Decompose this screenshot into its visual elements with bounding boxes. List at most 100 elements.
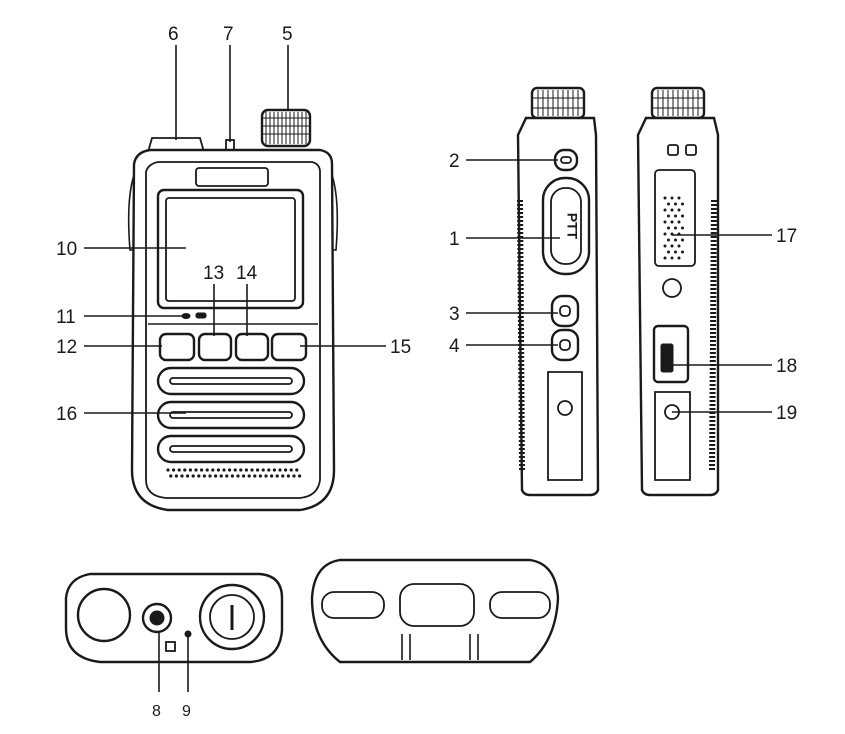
callout-3: 3 — [449, 304, 460, 325]
speaker-hole — [677, 220, 681, 224]
leader-lines — [84, 45, 772, 692]
grille-dot — [295, 468, 299, 472]
right-grip — [331, 174, 339, 251]
speaker-hole — [674, 214, 677, 218]
speaker-hole — [670, 208, 674, 212]
speaker-hole — [663, 256, 667, 260]
grille-dot — [292, 474, 296, 478]
speaker-hole — [677, 244, 681, 248]
speaker-hole — [667, 202, 670, 206]
callout-11: 11 — [56, 307, 76, 328]
speaker-hole — [677, 196, 681, 200]
speaker-hole — [681, 226, 684, 230]
callout-12: 12 — [56, 337, 77, 358]
grille-dot — [275, 474, 279, 478]
grille-dot — [191, 474, 195, 478]
grille-dot — [261, 468, 265, 472]
side-knob-left-knurl — [532, 90, 584, 116]
callout-16: 16 — [56, 404, 77, 425]
bottom-foot — [401, 634, 479, 660]
grille-dot — [219, 474, 223, 478]
speaker-hole — [674, 250, 677, 254]
grille-dot — [230, 474, 234, 478]
speaker-slot-1-inner — [169, 377, 293, 385]
side-speaker-panel — [654, 169, 696, 267]
side-jack — [662, 278, 682, 298]
speaker-hole — [670, 256, 674, 260]
callout-labels: 6 7 5 10 11 12 13 14 15 16 2 1 3 4 17 18… — [56, 24, 797, 720]
side-left-grip — [517, 199, 525, 471]
side-button-2-inner — [560, 156, 572, 164]
grille-dot — [239, 468, 243, 472]
grille-dot — [250, 468, 254, 472]
grille-dot — [289, 468, 293, 472]
speaker-hole — [663, 208, 667, 212]
top-view — [64, 572, 284, 664]
callout-1: 1 — [449, 229, 460, 250]
top-square — [165, 641, 176, 652]
indicator-led — [181, 313, 191, 319]
button-13[interactable] — [197, 332, 233, 362]
grille-dot — [256, 468, 260, 472]
side-lanyard-left — [547, 371, 583, 481]
grille-dot — [247, 474, 251, 478]
callout-17: 17 — [776, 226, 797, 247]
grille-dot — [228, 468, 232, 472]
speaker-hole — [674, 226, 677, 230]
ptt-label: PTT — [564, 213, 580, 240]
grille-dot — [281, 474, 285, 478]
speaker-hole — [667, 226, 670, 230]
grille-dot — [222, 468, 226, 472]
side-lanyard-hole-left — [557, 400, 573, 416]
grille-dot — [298, 474, 302, 478]
bottom-slot-right — [489, 591, 551, 619]
grille-dot — [242, 474, 246, 478]
side-button-4-inner — [559, 339, 571, 351]
callout-6: 6 — [168, 24, 179, 45]
top-antenna — [76, 587, 132, 643]
speaker-slot-2-inner — [169, 411, 293, 419]
grille-dot — [284, 468, 288, 472]
side-view-right — [636, 86, 720, 497]
grille-dot — [211, 468, 215, 472]
speaker-hole — [677, 256, 681, 260]
callout-7: 7 — [223, 24, 234, 45]
battery-latch-grip — [660, 343, 674, 373]
speaker-hole — [681, 238, 684, 242]
speaker-hole — [667, 238, 670, 242]
callout-2: 2 — [449, 151, 460, 172]
top-led-9 — [184, 630, 192, 638]
grille-dot — [188, 468, 192, 472]
knob-knurl — [262, 112, 310, 144]
button-14[interactable] — [234, 332, 270, 362]
button-15[interactable] — [270, 332, 308, 362]
left-grip — [127, 174, 135, 251]
speaker-hole — [663, 220, 667, 224]
speaker-hole — [674, 238, 677, 242]
speaker-hole — [670, 220, 674, 224]
grille-dot — [272, 468, 276, 472]
side-view-left: PTT — [516, 86, 600, 497]
top-port-8-inner — [149, 610, 165, 626]
speaker-hole — [663, 232, 667, 236]
grille-dot — [253, 474, 257, 478]
grille-dot — [225, 474, 229, 478]
speaker-hole — [681, 214, 684, 218]
side-button-3-inner — [559, 305, 571, 317]
grille-dot — [270, 474, 274, 478]
button-12[interactable] — [158, 332, 196, 362]
speaker-hole — [681, 250, 684, 254]
speaker-hole — [663, 244, 667, 248]
speaker-hole — [667, 250, 670, 254]
grille-dot — [197, 474, 201, 478]
callout-18: 18 — [776, 356, 797, 377]
grille-dot — [214, 474, 218, 478]
grille-dot — [183, 468, 187, 472]
grille-dot — [177, 468, 181, 472]
front-view — [127, 108, 339, 512]
display-inner — [165, 197, 296, 302]
bottom-view — [310, 558, 560, 664]
bottom-slot-center — [399, 583, 475, 627]
grille-dot — [244, 468, 248, 472]
bottom-slot-left — [321, 591, 385, 619]
